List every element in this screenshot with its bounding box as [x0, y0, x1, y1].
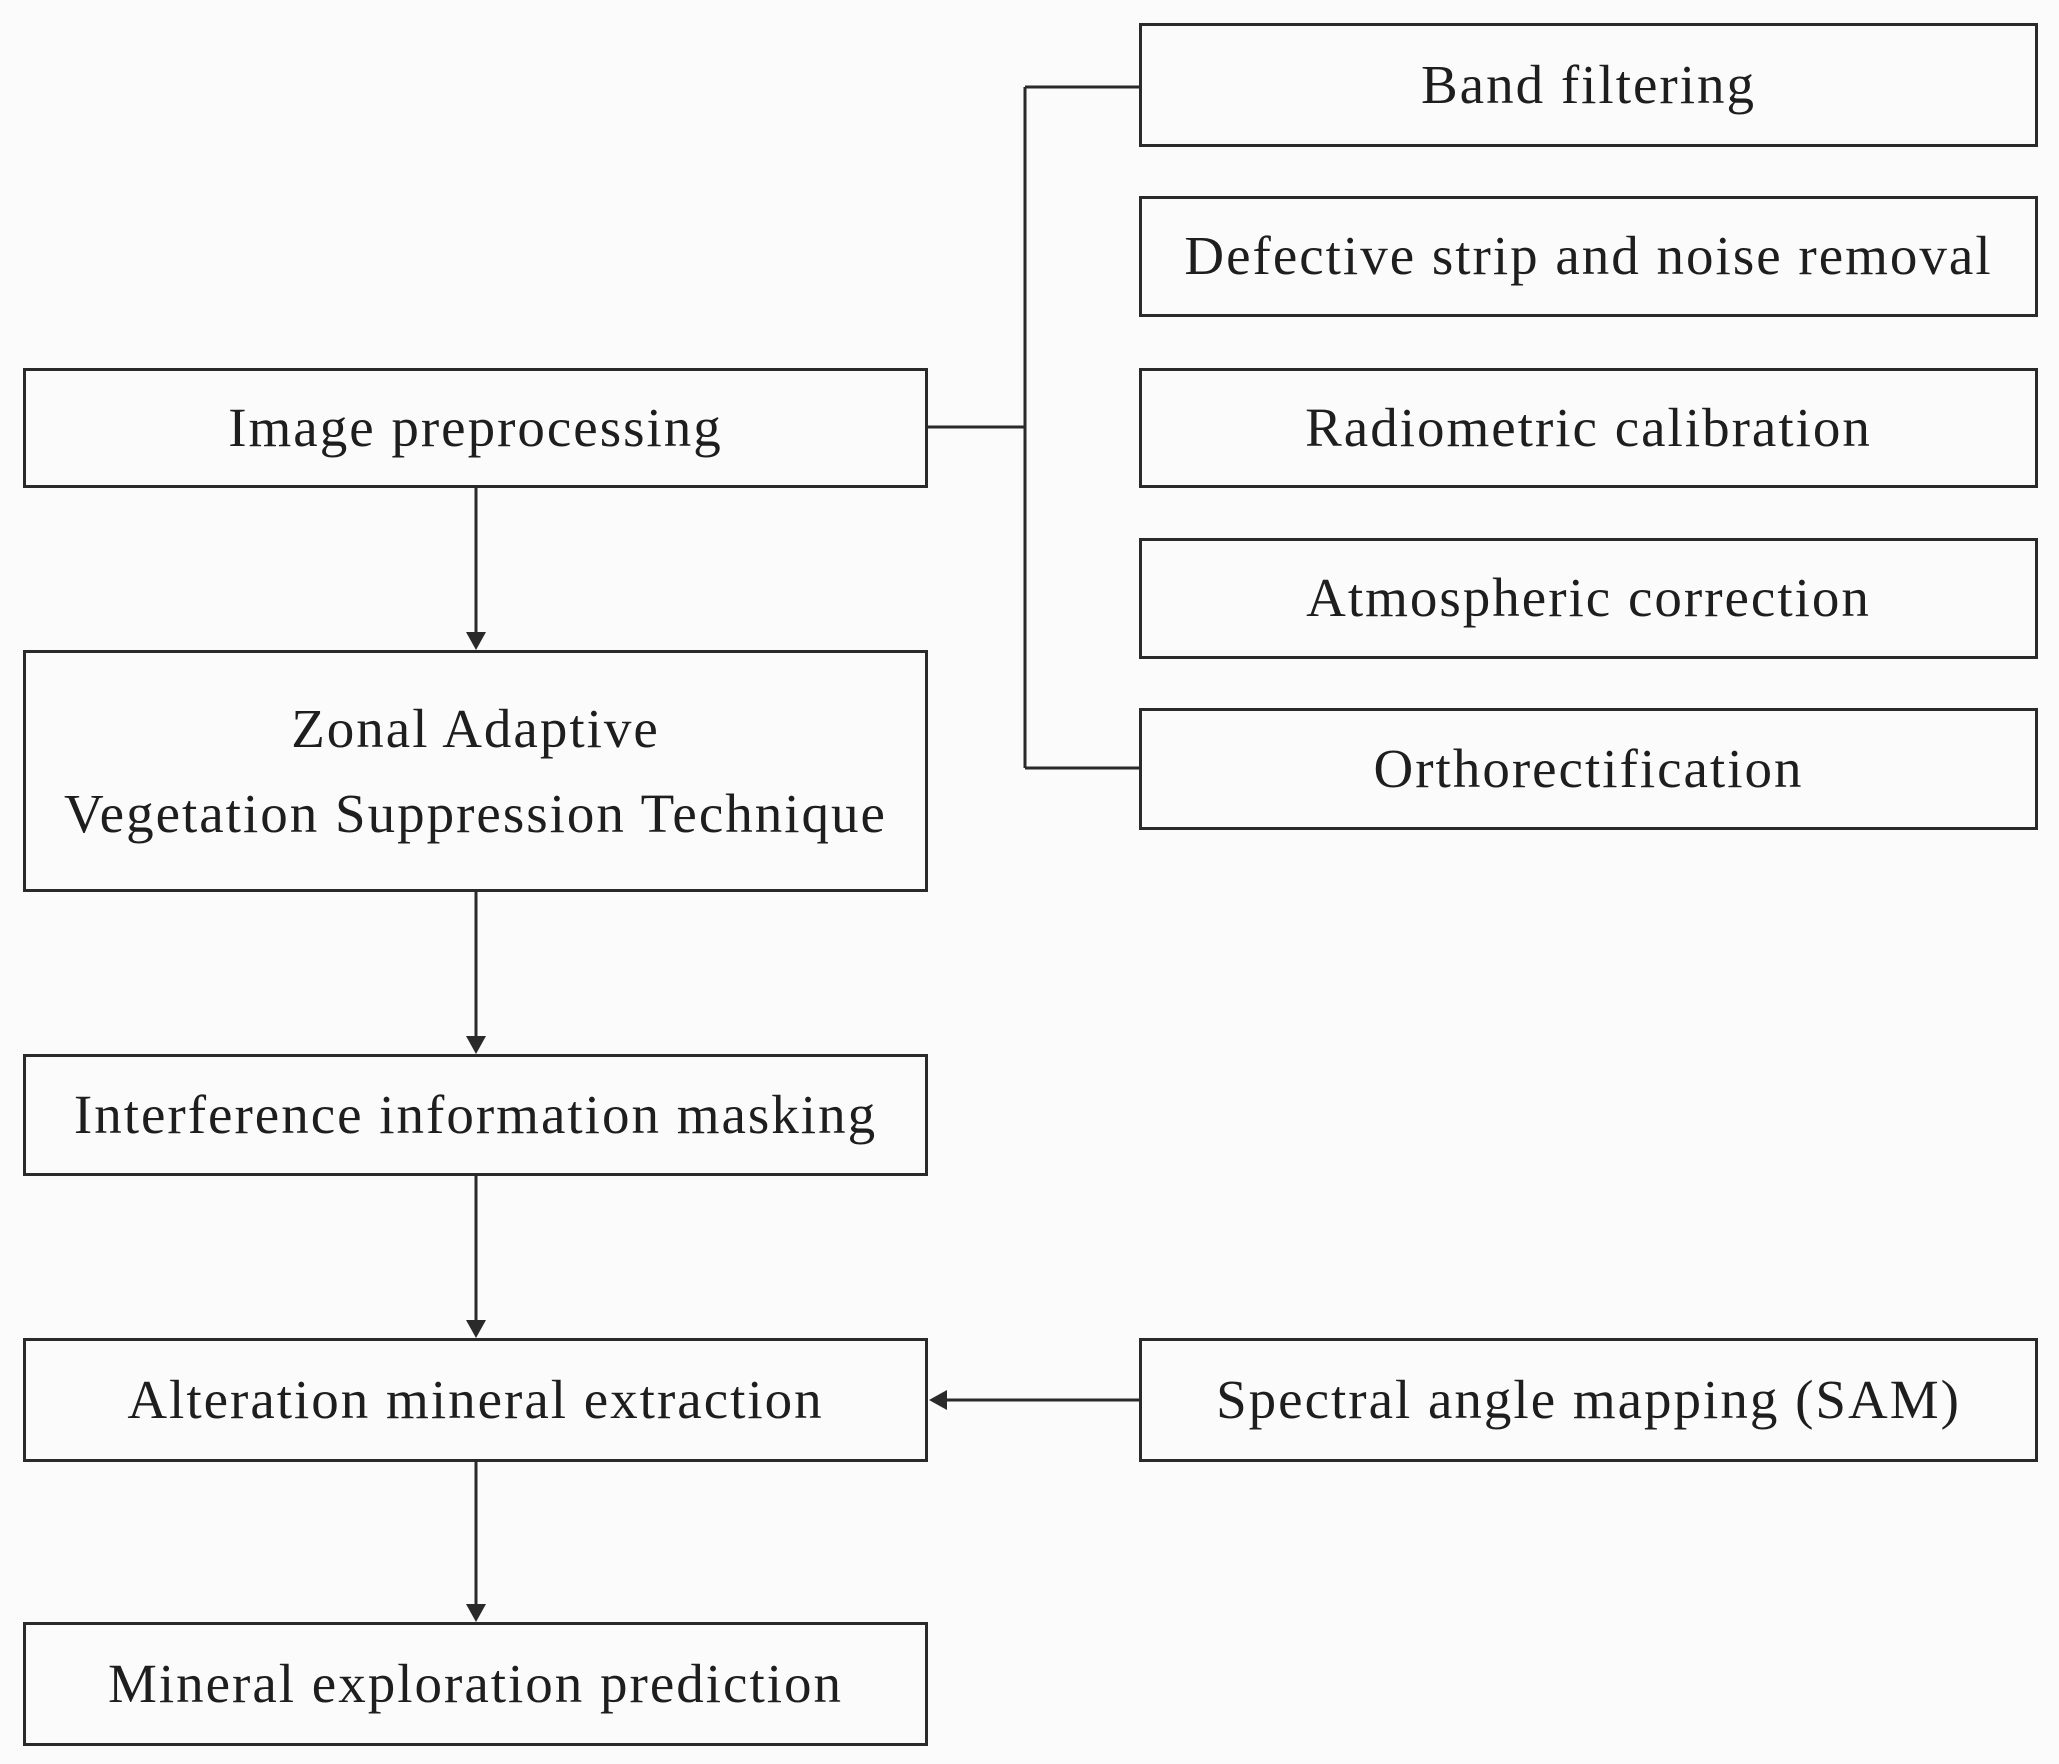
band-filtering-label: Band filtering	[1420, 53, 1756, 115]
interference-masking-label: Interference information masking	[73, 1083, 878, 1145]
exploration-prediction-box: Mineral exploration prediction	[23, 1622, 928, 1746]
alteration-extraction-box: Alteration mineral extraction	[23, 1338, 928, 1462]
atmospheric-correction-label: Atmospheric correction	[1306, 567, 1871, 629]
strip-noise-removal-label: Defective strip and noise removal	[1184, 225, 1993, 287]
strip-noise-removal-box: Defective strip and noise removal	[1139, 196, 2038, 317]
exploration-prediction-label: Mineral exploration prediction	[107, 1652, 844, 1714]
image-preprocessing-label: Image preprocessing	[228, 396, 723, 458]
interference-masking-box: Interference information masking	[23, 1054, 928, 1176]
arrow-2-head	[466, 1036, 486, 1054]
sam-arrow-head	[929, 1390, 947, 1410]
zonal-adaptive-label-line1: Zonal Adaptive	[291, 697, 660, 759]
orthorectification-label: Orthorectification	[1373, 737, 1804, 799]
image-preprocessing-box: Image preprocessing	[23, 368, 928, 488]
zonal-adaptive-label-line2: Vegetation Suppression Technique	[64, 783, 887, 844]
alteration-extraction-label: Alteration mineral extraction	[127, 1368, 824, 1430]
arrow-3-head	[466, 1320, 486, 1338]
radiometric-calibration-label: Radiometric calibration	[1305, 396, 1872, 458]
orthorectification-box: Orthorectification	[1139, 708, 2038, 830]
arrow-1-head	[466, 632, 486, 650]
sam-label: Spectral angle mapping (SAM)	[1216, 1368, 1961, 1430]
sam-box: Spectral angle mapping (SAM)	[1139, 1338, 2038, 1462]
radiometric-calibration-box: Radiometric calibration	[1139, 368, 2038, 488]
zonal-adaptive-box: Zonal Adaptive Vegetation Suppression Te…	[23, 650, 928, 892]
band-filtering-box: Band filtering	[1139, 23, 2038, 147]
arrow-4-head	[466, 1604, 486, 1622]
atmospheric-correction-box: Atmospheric correction	[1139, 538, 2038, 659]
